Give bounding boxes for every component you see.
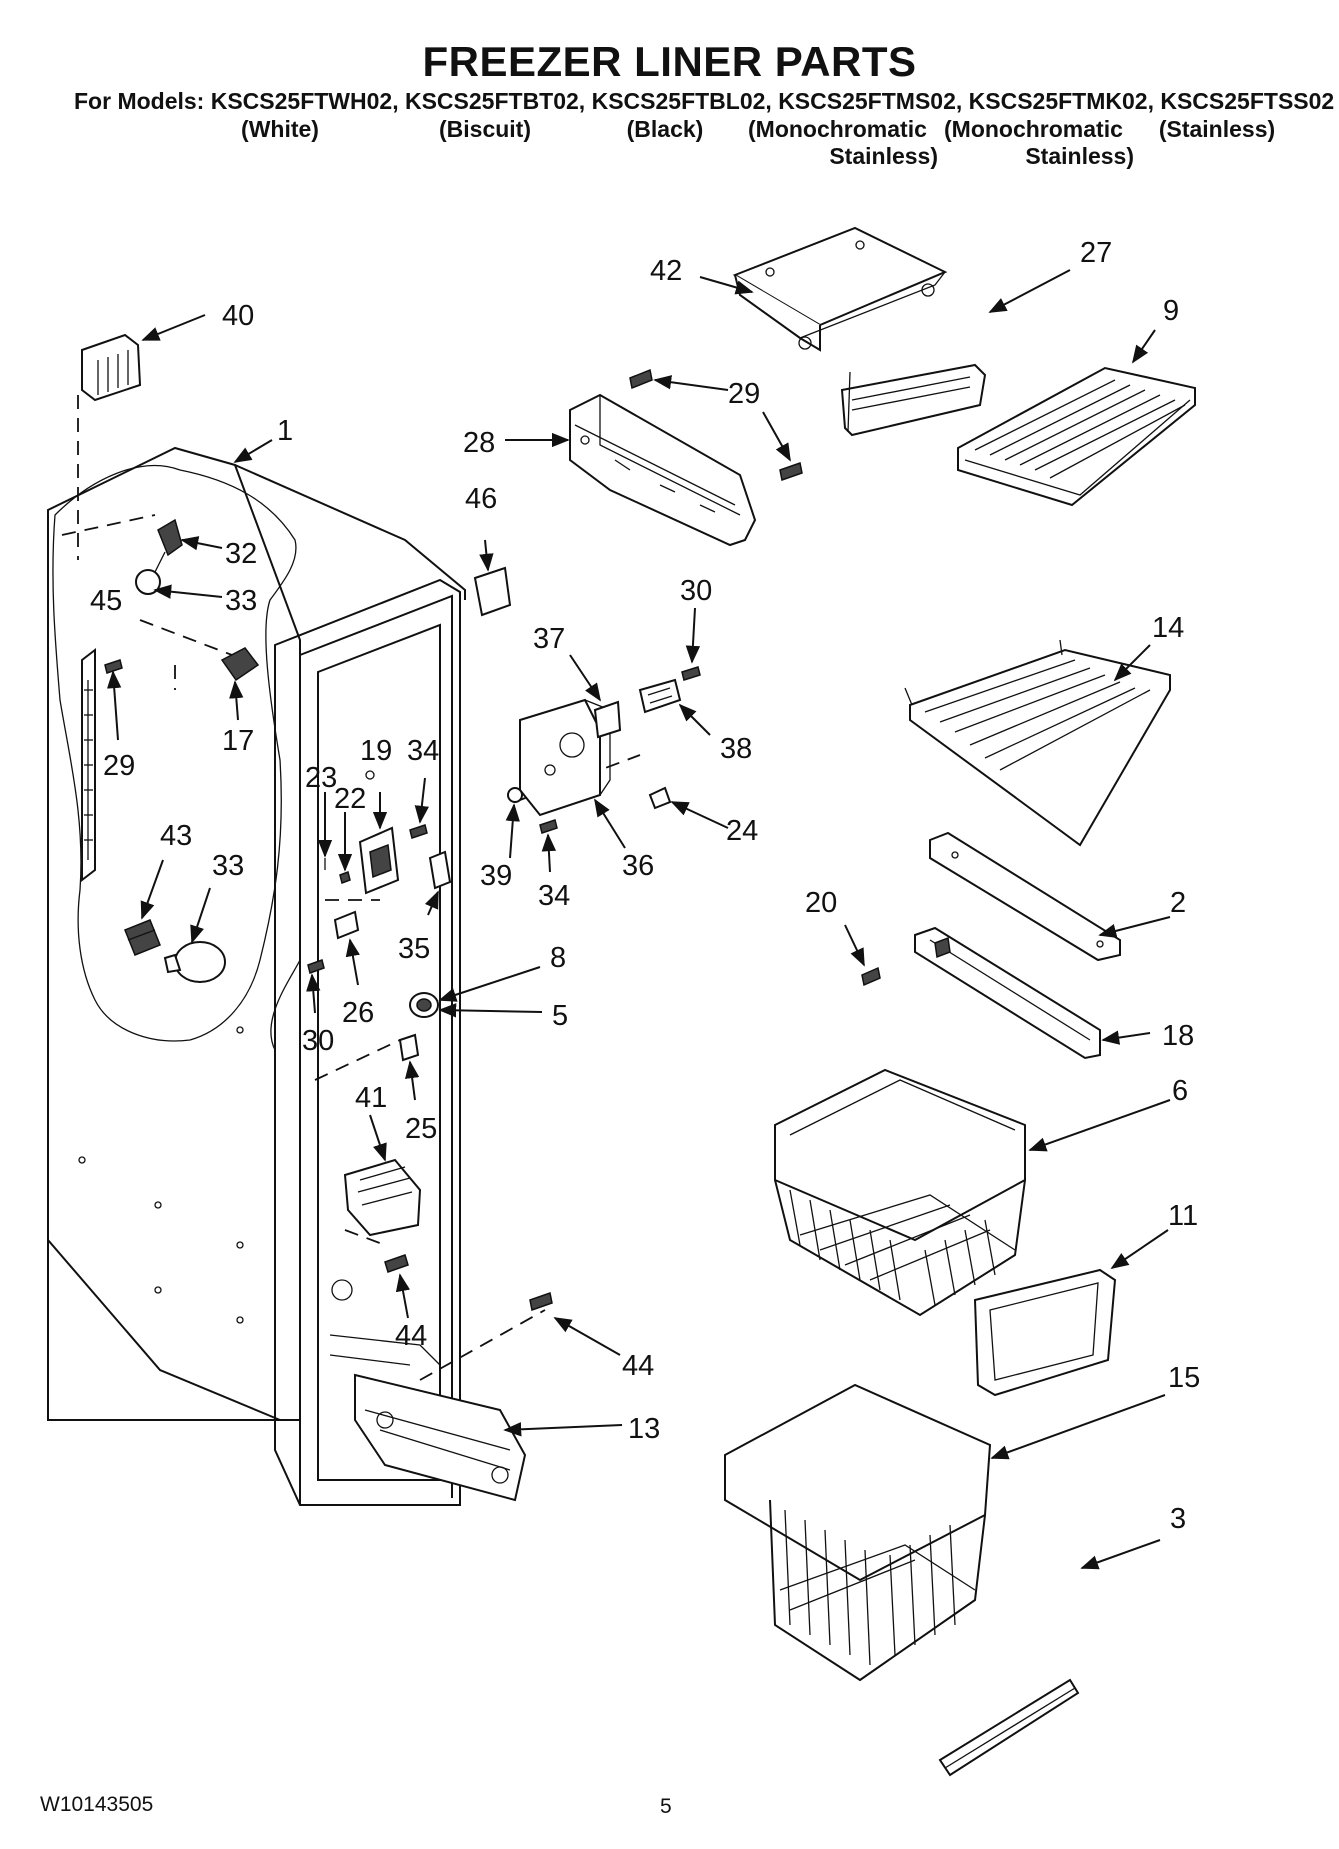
callout-9: 9	[1163, 295, 1179, 327]
callout-30-left: 30	[302, 1025, 334, 1057]
callout-6: 6	[1172, 1075, 1188, 1107]
screw-part-30-right	[681, 666, 701, 681]
screw-part-34-left	[409, 824, 428, 839]
callout-29-left: 29	[103, 750, 135, 782]
bracket-part-37	[593, 700, 622, 739]
callout-39: 39	[480, 860, 512, 892]
shelf-part-14	[904, 639, 1171, 847]
page-number: 5	[660, 1795, 672, 1818]
callout-24: 24	[726, 815, 758, 847]
callout-45: 45	[90, 585, 122, 617]
callout-18: 18	[1162, 1020, 1194, 1052]
callout-27: 27	[1080, 237, 1112, 269]
screw-part-29-mid	[779, 462, 803, 481]
plug-part-24	[648, 786, 672, 810]
document-number: W10143505	[40, 1793, 154, 1816]
vent-cover-part-41	[343, 1158, 422, 1237]
callout-34-right: 34	[538, 880, 570, 912]
callout-17: 17	[222, 725, 254, 757]
screw-part-34-right	[539, 819, 558, 834]
callout-20: 20	[805, 887, 837, 919]
callout-22: 22	[334, 783, 366, 815]
knob-part-5-8	[409, 992, 439, 1018]
callout-29-top: 29	[728, 378, 760, 410]
control-board-part-38	[638, 678, 682, 714]
freezer-liner-part-1	[47, 446, 466, 1506]
trim-part-3	[938, 1678, 1080, 1777]
callout-33-lower: 33	[212, 850, 244, 882]
bracket-part-28	[569, 393, 757, 547]
color-label-white: (White)	[241, 116, 319, 142]
callout-37: 37	[533, 623, 565, 655]
callout-23: 23	[305, 762, 337, 794]
page-title: FREEZER LINER PARTS	[422, 38, 917, 85]
callout-46: 46	[465, 483, 497, 515]
callout-19: 19	[360, 735, 392, 767]
light-socket-part-32	[135, 518, 183, 595]
callout-1: 1	[277, 415, 293, 447]
switch-part-25	[398, 1033, 420, 1062]
callout-5: 5	[552, 1000, 568, 1032]
callout-44-right: 44	[622, 1350, 654, 1382]
bracket-part-13	[354, 1373, 527, 1502]
basket-handle-part-11	[973, 1268, 1117, 1397]
screw-part-44-left	[384, 1254, 409, 1273]
wire-shelf-part-9	[957, 366, 1196, 507]
callout-40: 40	[222, 300, 254, 332]
callout-36: 36	[622, 850, 654, 882]
callout-26: 26	[342, 997, 374, 1029]
thermostat-housing-part-19	[358, 826, 400, 895]
wire-basket-part-6	[774, 1068, 1026, 1317]
callout-15: 15	[1168, 1362, 1200, 1394]
callout-labels: 40 1 32 33 45 29 17 43 33 19 34 23 22 35…	[90, 237, 1200, 1535]
color-label-stainless: (Stainless)	[1158, 116, 1276, 142]
bracket-part-42	[732, 226, 948, 352]
screw-part-29-top	[629, 368, 653, 390]
wire-basket-part-15	[724, 1383, 992, 1682]
switch-part-26	[333, 910, 360, 940]
callout-35: 35	[398, 933, 430, 965]
callout-25: 25	[405, 1113, 437, 1145]
callout-44-left: 44	[395, 1320, 427, 1352]
callout-41: 41	[355, 1082, 387, 1114]
callout-2: 2	[1170, 887, 1186, 919]
callout-32: 32	[225, 538, 257, 570]
screw-part-20	[861, 966, 881, 987]
shelf-front-part-27	[840, 363, 987, 437]
trim-part-2	[929, 831, 1121, 962]
clip-part-46	[473, 566, 512, 617]
light-bulb-part-33-lower	[163, 941, 226, 983]
callout-38: 38	[720, 733, 752, 765]
slide-rail-part-18	[914, 926, 1101, 1060]
callout-14: 14	[1152, 612, 1184, 644]
callout-13: 13	[628, 1413, 660, 1445]
bracket-part-35	[428, 850, 452, 890]
callout-30-right: 30	[680, 575, 712, 607]
screw-part-30-left	[307, 959, 325, 974]
color-label-black: (Black)	[626, 116, 704, 142]
clip-part-17	[220, 647, 260, 682]
callout-28: 28	[463, 427, 495, 459]
callout-11: 11	[1168, 1200, 1198, 1232]
callout-8: 8	[550, 942, 566, 974]
screw-part-29-left	[104, 659, 123, 674]
callout-43: 43	[160, 820, 192, 852]
callout-42: 42	[650, 255, 682, 287]
light-shield-part-40	[81, 333, 142, 402]
callout-33-top: 33	[225, 585, 257, 617]
leader-lines	[107, 269, 1171, 1570]
plug-part-39	[507, 787, 523, 803]
callout-34-left: 34	[407, 735, 439, 767]
color-label-biscuit: (Biscuit)	[439, 116, 531, 142]
socket-part-43	[124, 919, 161, 956]
screw-part-44-right	[529, 1292, 553, 1311]
callout-3: 3	[1170, 1503, 1186, 1535]
clip-part-22	[339, 871, 351, 884]
models-line: For Models: KSCS25FTWH02, KSCS25FTBT02, …	[74, 88, 1335, 114]
light-strip-part-45	[81, 647, 96, 883]
